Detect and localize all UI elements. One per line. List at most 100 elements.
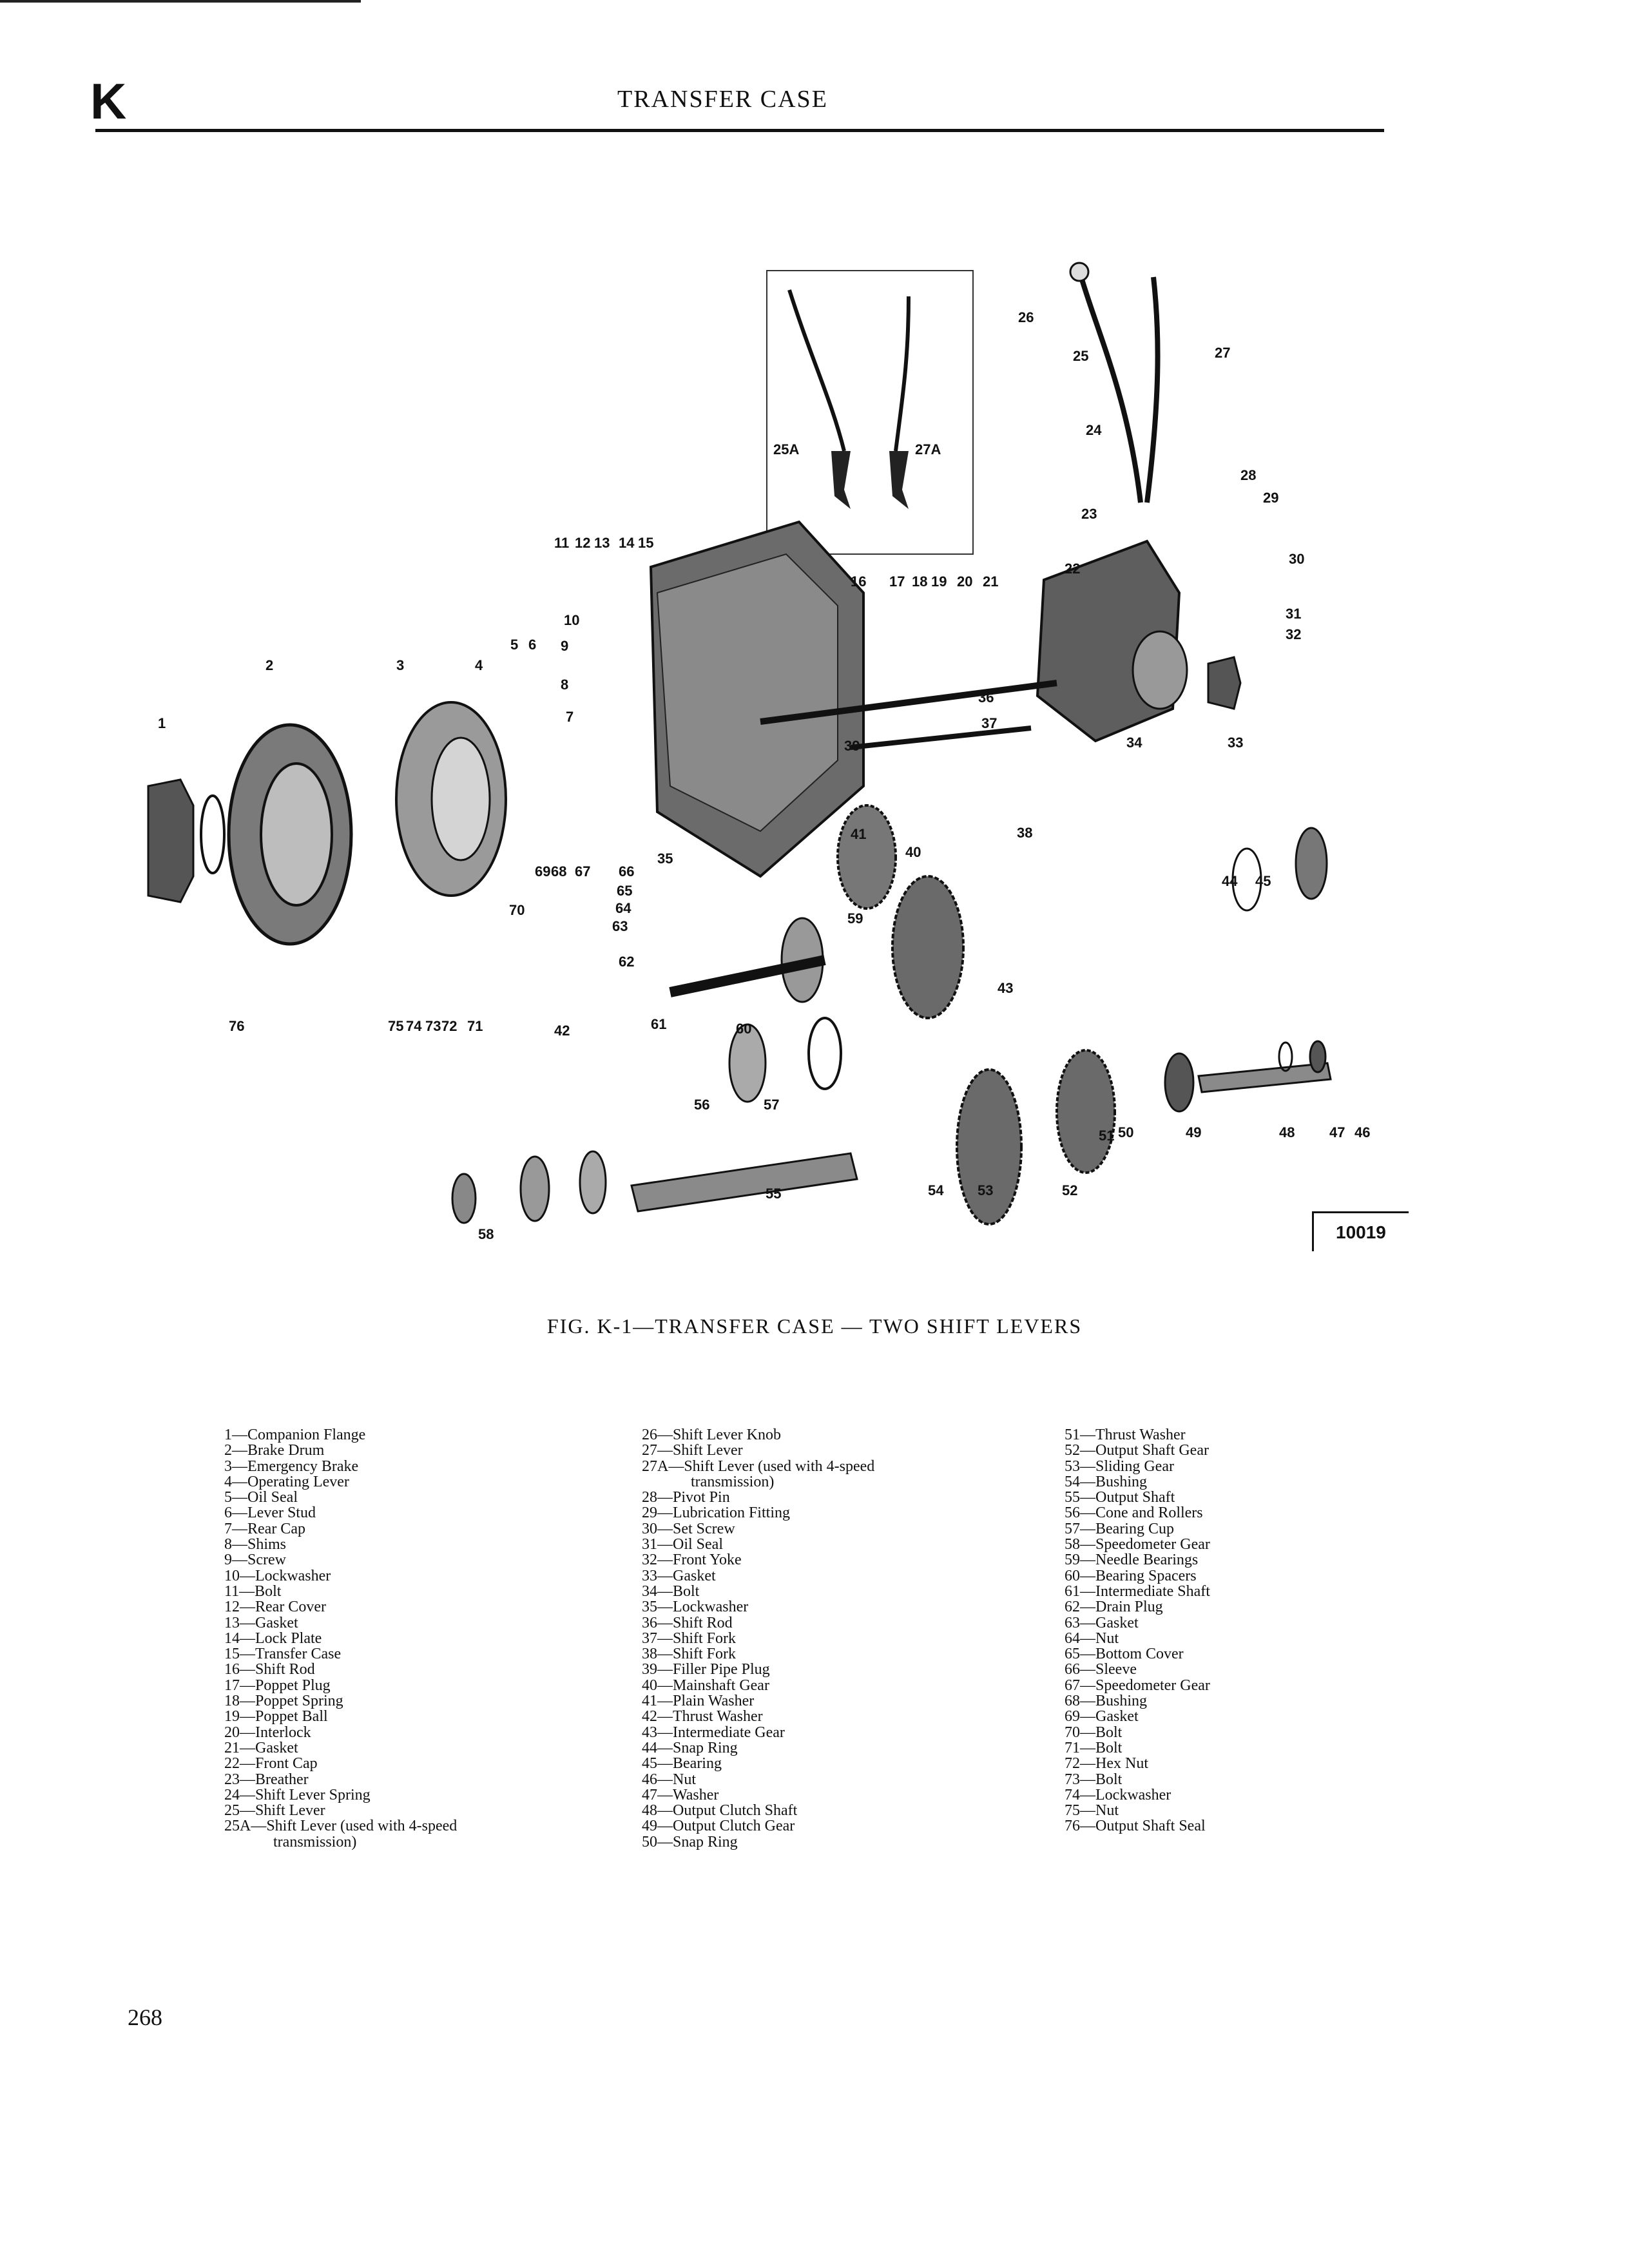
callout-6: 6 bbox=[528, 637, 536, 653]
page-number: 268 bbox=[128, 2004, 162, 2030]
legend-item: 67—Speedometer Gear bbox=[1065, 1677, 1210, 1694]
legend-item: 27A—Shift Lever (used with 4-speed bbox=[642, 1457, 875, 1475]
legend-item: 21—Gasket bbox=[224, 1739, 298, 1756]
legend-item: 31—Oil Seal bbox=[642, 1536, 723, 1553]
legend-item: 53—Sliding Gear bbox=[1065, 1457, 1174, 1475]
inset-label-27a: 27A bbox=[915, 441, 941, 457]
legend-item: 27—Shift Lever bbox=[642, 1442, 743, 1459]
callout-4: 4 bbox=[475, 657, 483, 673]
callout-13: 13 bbox=[594, 535, 610, 551]
callout-10: 10 bbox=[564, 612, 579, 628]
callout-16: 16 bbox=[851, 573, 866, 590]
legend-item: 48—Output Clutch Shaft bbox=[642, 1802, 798, 1820]
page-title: TRANSFER CASE bbox=[617, 86, 828, 113]
figure-number: 10019 bbox=[1312, 1211, 1409, 1251]
callout-59: 59 bbox=[847, 910, 863, 927]
callout-72: 72 bbox=[441, 1018, 457, 1034]
inset-frame bbox=[766, 270, 974, 555]
legend-item-continuation: transmission) bbox=[691, 1473, 775, 1490]
callout-19: 19 bbox=[931, 573, 947, 590]
legend-item-continuation: transmission) bbox=[273, 1833, 357, 1850]
callout-73: 73 bbox=[425, 1018, 441, 1034]
callout-61: 61 bbox=[651, 1016, 666, 1032]
callout-51: 51 bbox=[1099, 1128, 1114, 1144]
legend-item: 41—Plain Washer bbox=[642, 1693, 755, 1710]
callout-14: 14 bbox=[619, 535, 635, 551]
callout-35: 35 bbox=[657, 850, 673, 867]
legend-item: 71—Bolt bbox=[1065, 1739, 1123, 1756]
callout-67: 67 bbox=[575, 863, 590, 879]
callout-22: 22 bbox=[1065, 561, 1080, 577]
legend-item: 66—Sleeve bbox=[1065, 1661, 1137, 1678]
legend-item: 50—Snap Ring bbox=[642, 1833, 738, 1850]
callout-labels: 1 2 3 4 5 6 7 8 9 10 11 12 13 14 15 16 1… bbox=[158, 309, 1370, 1242]
callout-17: 17 bbox=[889, 573, 905, 590]
callout-26: 26 bbox=[1018, 309, 1034, 325]
callout-76: 76 bbox=[229, 1018, 244, 1034]
legend-item: 47—Washer bbox=[642, 1786, 719, 1803]
callout-75: 75 bbox=[388, 1018, 403, 1034]
legend-item: 36—Shift Rod bbox=[642, 1614, 733, 1631]
callout-25: 25 bbox=[1073, 348, 1088, 364]
callout-66: 66 bbox=[619, 863, 634, 879]
callout-38: 38 bbox=[1017, 825, 1032, 841]
callout-41: 41 bbox=[851, 826, 866, 842]
callout-56: 56 bbox=[694, 1097, 709, 1113]
callout-9: 9 bbox=[561, 638, 568, 654]
legend-item: 42—Thrust Washer bbox=[642, 1708, 763, 1725]
callout-68: 68 bbox=[551, 863, 566, 879]
callout-45: 45 bbox=[1255, 873, 1271, 889]
callout-53: 53 bbox=[978, 1182, 993, 1198]
legend-item: 75—Nut bbox=[1065, 1802, 1119, 1820]
legend-item: 74—Lockwasher bbox=[1065, 1786, 1171, 1803]
legend-item: 69—Gasket bbox=[1065, 1708, 1139, 1725]
exploded-view-diagram: 25A 27A bbox=[90, 232, 1405, 1276]
callout-63: 63 bbox=[612, 918, 628, 934]
callout-7: 7 bbox=[566, 709, 574, 725]
legend-item: 44—Snap Ring bbox=[642, 1739, 738, 1756]
legend-item: 24—Shift Lever Spring bbox=[224, 1786, 371, 1803]
callout-46: 46 bbox=[1354, 1124, 1370, 1140]
inset-label-25a: 25A bbox=[773, 441, 799, 457]
legend-item: 6—Lever Stud bbox=[224, 1504, 316, 1522]
callout-55: 55 bbox=[766, 1186, 781, 1202]
callout-52: 52 bbox=[1062, 1182, 1077, 1198]
legend-item: 35—Lockwasher bbox=[642, 1599, 749, 1616]
callout-1: 1 bbox=[158, 715, 166, 731]
legend-item: 49—Output Clutch Gear bbox=[642, 1818, 795, 1835]
callout-62: 62 bbox=[619, 954, 634, 970]
callout-44: 44 bbox=[1222, 873, 1238, 889]
legend-item: 61—Intermediate Shaft bbox=[1065, 1582, 1210, 1600]
callout-32: 32 bbox=[1286, 626, 1301, 642]
callout-43: 43 bbox=[998, 980, 1013, 996]
legend-item: 33—Gasket bbox=[642, 1567, 716, 1584]
callout-23: 23 bbox=[1081, 506, 1097, 522]
legend-item: 12—Rear Cover bbox=[224, 1599, 326, 1616]
legend-item: 10—Lockwasher bbox=[224, 1567, 331, 1584]
callout-21: 21 bbox=[983, 573, 998, 590]
callout-31: 31 bbox=[1286, 606, 1301, 622]
callout-47: 47 bbox=[1329, 1124, 1345, 1140]
legend-item: 16—Shift Rod bbox=[224, 1661, 315, 1678]
callout-34: 34 bbox=[1126, 735, 1142, 751]
callout-39: 39 bbox=[844, 738, 860, 754]
legend-item: 15—Transfer Case bbox=[224, 1646, 342, 1663]
callout-74: 74 bbox=[406, 1018, 422, 1034]
callout-69: 69 bbox=[535, 863, 550, 879]
legend-item: 25—Shift Lever bbox=[224, 1802, 325, 1820]
legend-item: 18—Poppet Spring bbox=[224, 1693, 343, 1710]
callout-70: 70 bbox=[509, 902, 525, 918]
callout-42: 42 bbox=[554, 1023, 570, 1039]
callout-11: 11 bbox=[554, 535, 569, 551]
callout-58: 58 bbox=[478, 1226, 494, 1242]
top-edge-rule bbox=[0, 0, 361, 3]
legend-item: 4—Operating Lever bbox=[224, 1473, 349, 1490]
legend-item: 57—Bearing Cup bbox=[1065, 1520, 1174, 1537]
legend-item: 9—Screw bbox=[224, 1552, 286, 1569]
callout-71: 71 bbox=[467, 1018, 483, 1034]
legend-item: 73—Bolt bbox=[1065, 1771, 1123, 1788]
legend-item: 2—Brake Drum bbox=[224, 1442, 325, 1459]
legend-item: 28—Pivot Pin bbox=[642, 1489, 730, 1506]
legend-item: 8—Shims bbox=[224, 1536, 287, 1553]
legend-item: 72—Hex Nut bbox=[1065, 1755, 1148, 1773]
